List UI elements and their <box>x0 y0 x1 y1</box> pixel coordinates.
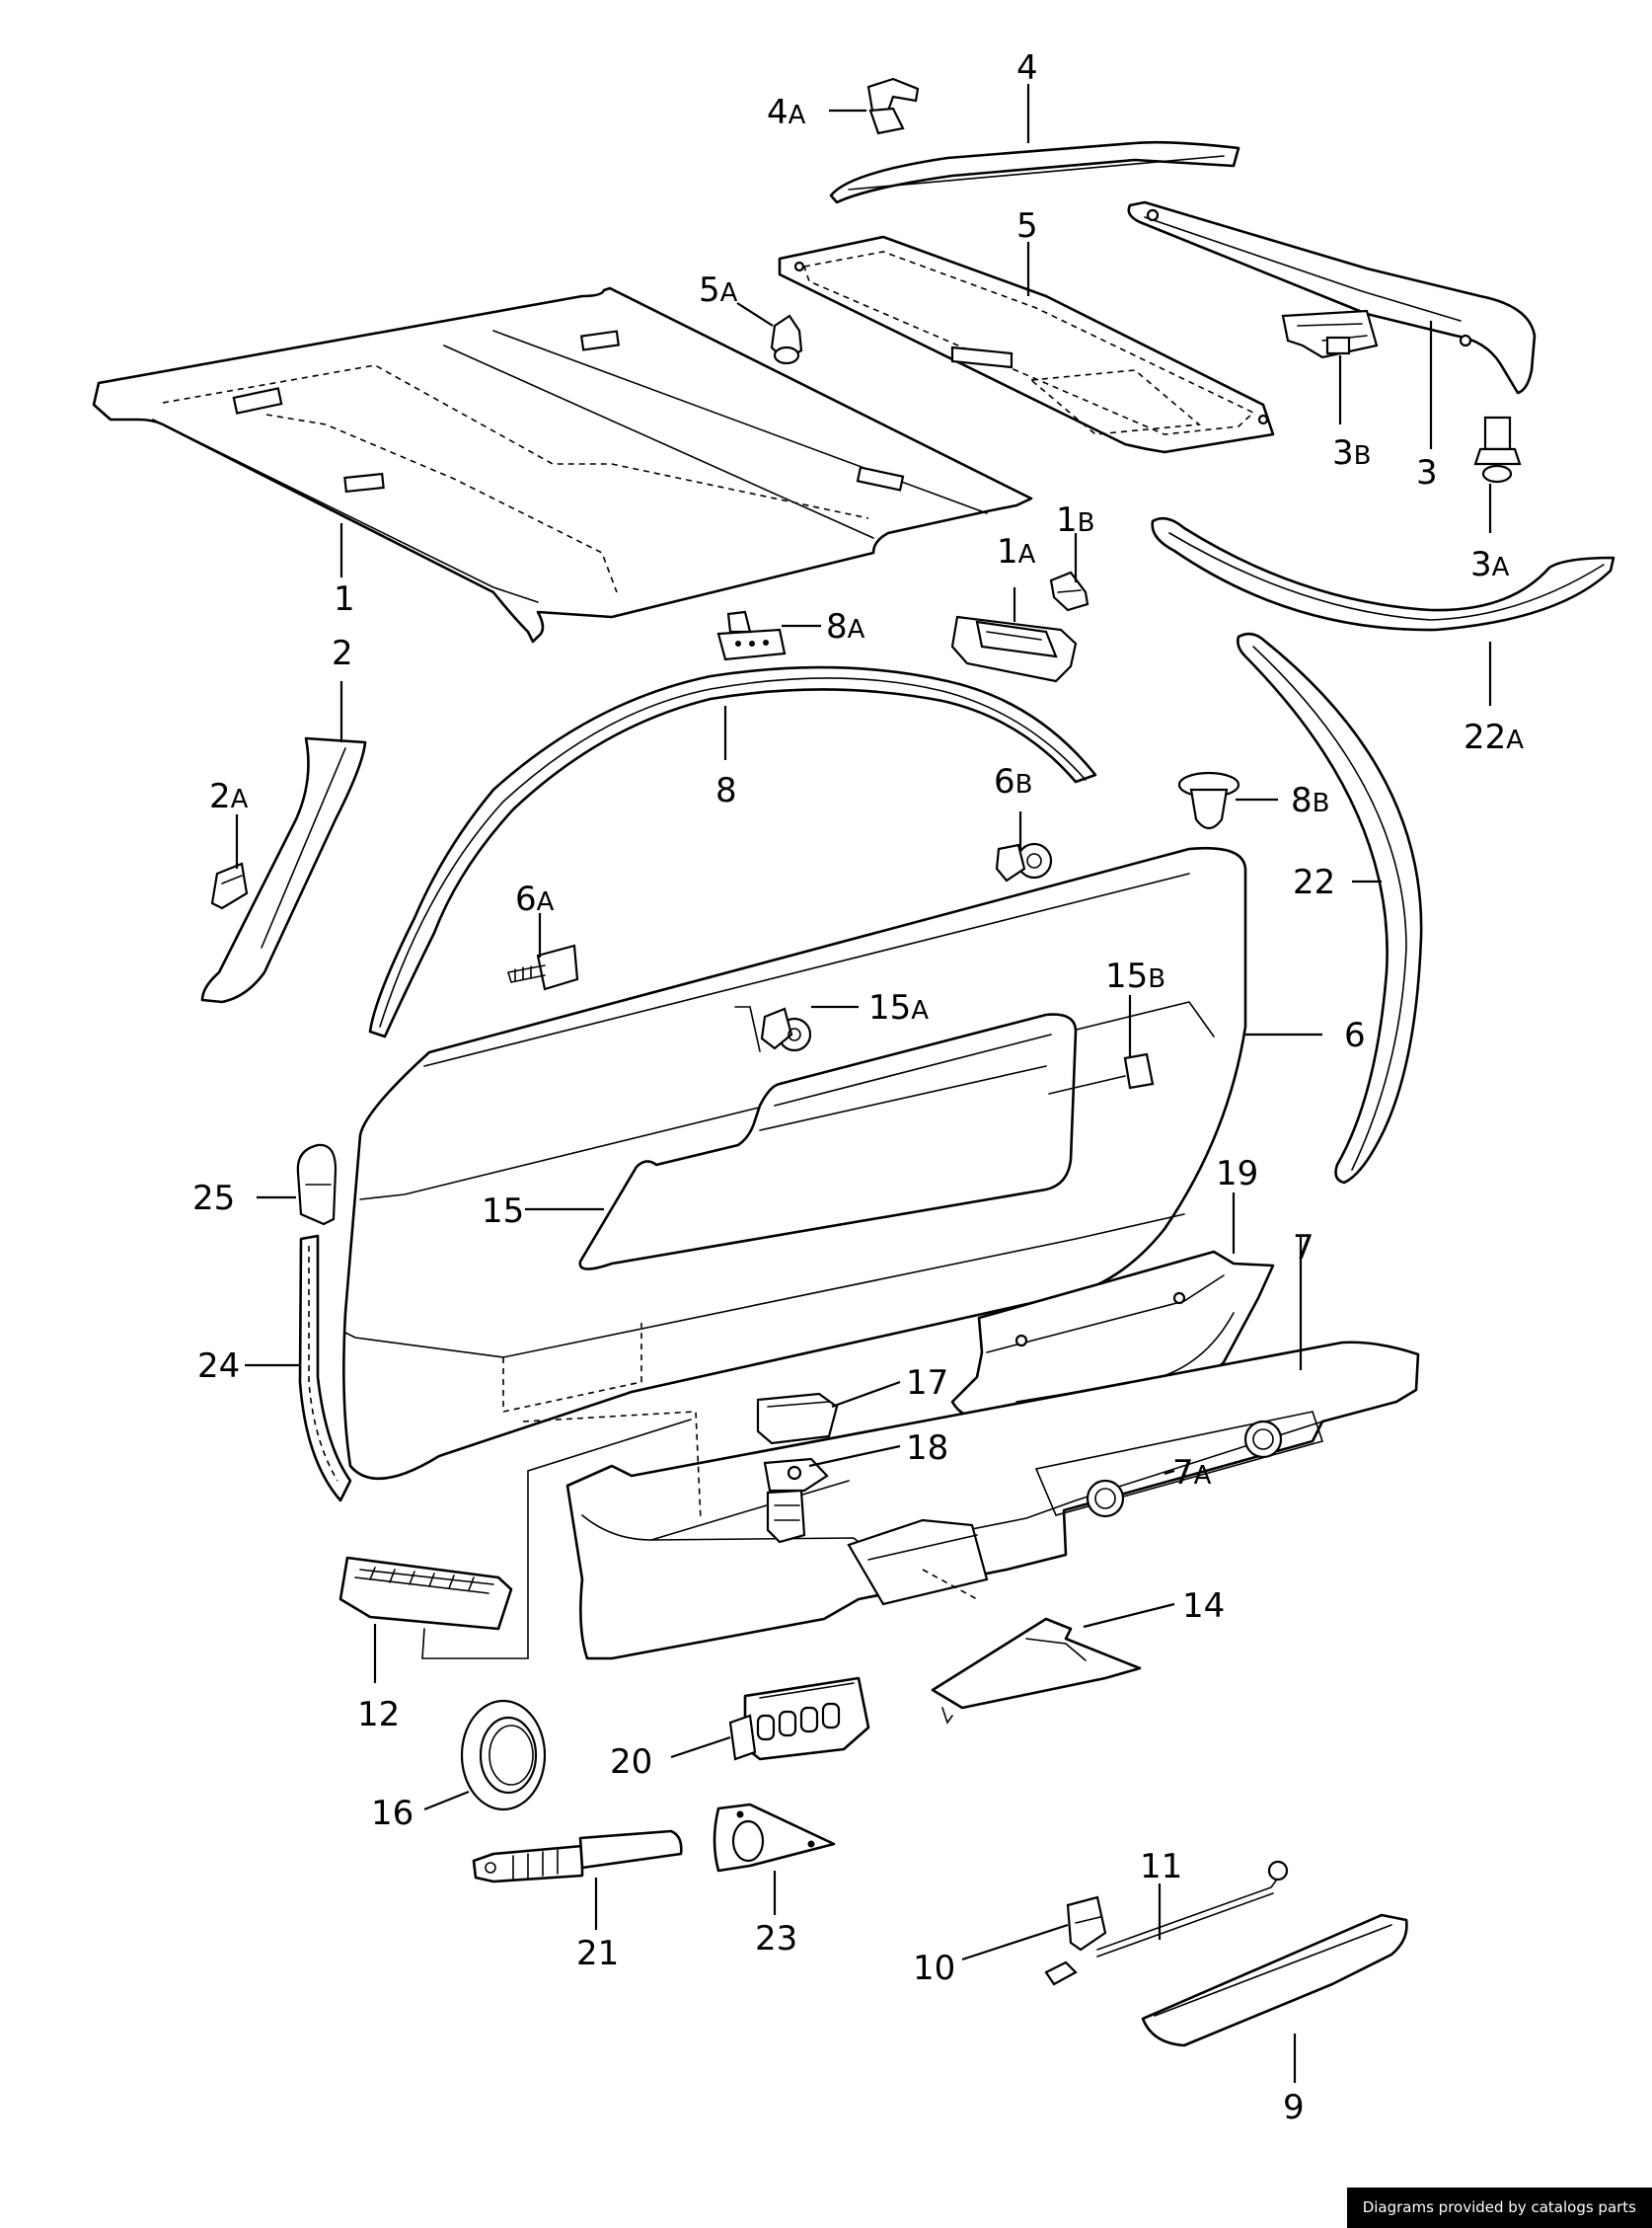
callout-1b: 1B <box>1056 500 1094 540</box>
callout-22: 22 <box>1293 863 1335 902</box>
callout-8a: 8A <box>826 607 865 647</box>
callout-15a: 15A <box>868 988 929 1028</box>
callout-12: 12 <box>357 1695 400 1734</box>
part-3a-bolt[interactable] <box>1473 416 1522 484</box>
part-24-edge-strip[interactable] <box>298 1234 352 1502</box>
part-5a-clip[interactable] <box>770 314 803 365</box>
part-22-seal[interactable] <box>1237 632 1423 1185</box>
part-23-trim[interactable] <box>713 1803 836 1873</box>
callout-5: 5 <box>1016 206 1038 246</box>
part-5-panel[interactable] <box>778 235 1275 454</box>
part-18-latch[interactable] <box>763 1457 829 1544</box>
callout-21: 21 <box>576 1934 619 1973</box>
part-12-grille[interactable] <box>338 1411 702 1659</box>
callout-1: 1 <box>334 579 355 619</box>
part-2-pillar-trim[interactable] <box>200 736 367 1004</box>
part-15-pull-panel[interactable] <box>578 1013 1078 1270</box>
part-2a-clip[interactable] <box>210 862 249 910</box>
callout-6a: 6A <box>515 880 555 919</box>
part-8a-clip[interactable] <box>716 610 787 661</box>
callout-14: 14 <box>1182 1586 1225 1626</box>
callout-3a: 3A <box>1470 545 1510 584</box>
callout-2a: 2A <box>209 777 249 816</box>
callout-3: 3 <box>1416 453 1438 493</box>
credit-footer: Diagrams provided by catalogs parts <box>1346 2188 1652 2228</box>
callout-6b: 6B <box>994 762 1032 802</box>
part-4a-clip[interactable] <box>866 77 920 135</box>
callout-1a: 1A <box>997 532 1036 572</box>
part-22a-seal[interactable] <box>1151 516 1615 632</box>
callout-18: 18 <box>906 1428 948 1468</box>
callout-7a: 7A <box>1172 1453 1212 1493</box>
callout-15: 15 <box>482 1191 524 1231</box>
callout-3b: 3B <box>1332 433 1371 473</box>
part-3b-bracket[interactable] <box>1281 309 1379 359</box>
part-4-strip[interactable] <box>829 140 1240 204</box>
part-3-rail[interactable] <box>1127 200 1537 395</box>
callout-2: 2 <box>332 634 353 673</box>
callout-11: 11 <box>1140 1847 1182 1886</box>
callout-17: 17 <box>906 1363 948 1403</box>
callout-23: 23 <box>755 1919 797 1959</box>
part-8b-grommet[interactable] <box>1177 771 1240 830</box>
callout-4a: 4A <box>767 93 806 132</box>
callout-labels: 1 1A 1B 2 2A 3 3A 3B 4 4A 5 5A 6 6A 6B 7… <box>192 48 1524 2127</box>
part-6a-clip[interactable] <box>507 944 579 991</box>
callout-19: 19 <box>1216 1154 1258 1193</box>
part-25-end-cap[interactable] <box>296 1143 338 1226</box>
callout-24: 24 <box>197 1346 240 1386</box>
part-6b-clip[interactable] <box>995 842 1053 883</box>
part-1a-handle[interactable] <box>950 615 1078 683</box>
callout-25: 25 <box>192 1179 235 1218</box>
part-14-bracket[interactable] <box>931 1617 1142 1725</box>
callout-22a: 22A <box>1464 718 1524 757</box>
part-1-headliner[interactable] <box>92 286 1033 644</box>
callout-8: 8 <box>715 771 737 810</box>
callout-7: 7 <box>1293 1228 1314 1268</box>
part-15a-clip[interactable] <box>760 1007 812 1052</box>
part-11-cable[interactable] <box>1044 1860 1289 1986</box>
callout-20: 20 <box>610 1742 652 1782</box>
callout-8b: 8B <box>1291 781 1329 820</box>
leader-lines <box>235 84 1492 2083</box>
callout-6: 6 <box>1344 1016 1366 1055</box>
part-9-handle[interactable] <box>1141 1913 1408 2047</box>
part-8-seal[interactable] <box>368 665 1097 1038</box>
callout-16: 16 <box>371 1794 413 1833</box>
part-15b-clip[interactable] <box>1048 1052 1155 1095</box>
callout-9: 9 <box>1283 2088 1305 2127</box>
part-16-ring[interactable] <box>460 1699 547 1811</box>
callout-5a: 5A <box>699 270 738 310</box>
callout-4: 4 <box>1016 48 1038 88</box>
callout-10: 10 <box>913 1949 955 1988</box>
callout-15b: 15B <box>1105 957 1165 996</box>
part-21-rod[interactable] <box>472 1829 683 1883</box>
part-1b-clip[interactable] <box>1049 571 1089 612</box>
part-20-switch[interactable] <box>728 1676 870 1761</box>
part-17-cap[interactable] <box>756 1392 839 1445</box>
part-7-armrest[interactable] <box>565 1341 1420 1660</box>
part-10-knob[interactable] <box>1066 1895 1107 1952</box>
